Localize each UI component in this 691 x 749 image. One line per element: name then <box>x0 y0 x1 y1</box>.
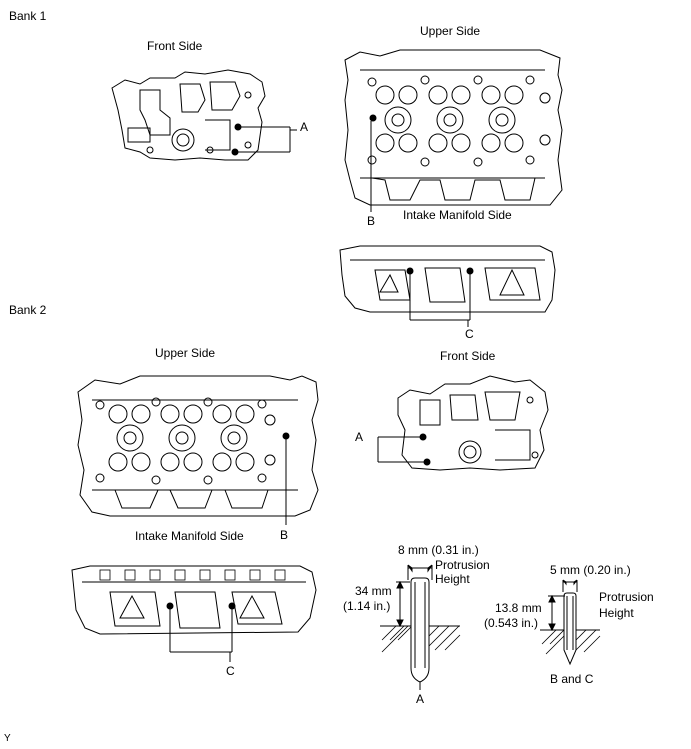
bank1-upper-side-view <box>344 49 563 212</box>
bank1-intake-side-view <box>339 245 556 327</box>
bank1-front-side-view <box>111 69 297 161</box>
bank2-title: Bank 2 <box>9 303 47 317</box>
bank2-upper-side-label: Upper Side <box>155 346 216 360</box>
pin-bc-height-line2: (0.543 in.) <box>484 616 539 630</box>
bank2-intake-manifold-side-label: Intake Manifold Side <box>135 529 244 543</box>
bank1-upper-side-label: Upper Side <box>420 24 481 38</box>
bank2-upper-side-view <box>77 375 319 525</box>
bank1-front-side-label: Front Side <box>147 39 203 53</box>
bank2-callout-c: C <box>226 664 235 678</box>
pin-bc-drawing <box>540 579 601 666</box>
pin-bc-protrusion-line2: Height <box>599 606 634 620</box>
bank1-callout-a: A <box>300 120 309 134</box>
pin-a-protrusion-line1: Protrusion <box>435 558 490 572</box>
bank2-front-side-view <box>377 375 549 471</box>
bank2-callout-a: A <box>355 430 364 444</box>
pin-bc-diameter: 5 mm (0.20 in.) <box>550 563 631 577</box>
pin-a-diameter: 8 mm (0.31 in.) <box>398 543 479 557</box>
bank1-callout-c: C <box>465 327 474 341</box>
bank2-front-side-label: Front Side <box>440 349 496 363</box>
bank2-intake-side-view <box>71 565 317 662</box>
bank1-intake-manifold-side-label: Intake Manifold Side <box>403 208 512 222</box>
pin-a-protrusion-line2: Height <box>435 572 470 586</box>
pin-bc-height-line1: 13.8 mm <box>495 601 542 615</box>
pin-a-label: A <box>416 692 425 706</box>
bank1-title: Bank 1 <box>9 9 47 23</box>
pin-bc-protrusion-line1: Protrusion <box>599 590 654 604</box>
bank2-callout-b: B <box>280 528 289 542</box>
bank1-upper-valve-row <box>367 75 551 167</box>
footer-mark: Y <box>4 733 11 744</box>
bank1-callout-b: B <box>367 214 376 228</box>
pin-a-height-line2: (1.14 in.) <box>343 599 391 613</box>
bank2-upper-valve-row <box>95 397 276 485</box>
pin-bc-label: B and C <box>550 672 594 686</box>
pin-a-height-line1: 34 mm <box>355 584 392 598</box>
pin-a-drawing <box>380 564 461 690</box>
